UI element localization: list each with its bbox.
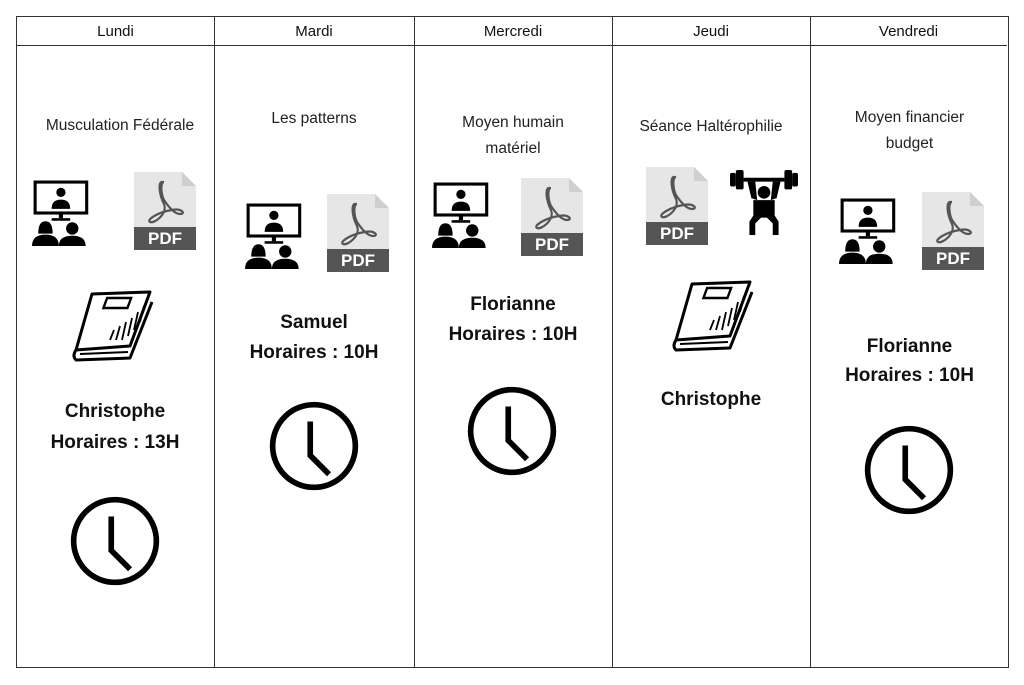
- session-title: Musculation Fédérale: [45, 117, 195, 134]
- clock-icon: [267, 399, 361, 493]
- header-vendredi: Vendredi: [810, 17, 1007, 46]
- column-divider: [612, 17, 613, 667]
- instructor-name: Christophe: [64, 401, 166, 422]
- clock-icon: [862, 423, 956, 517]
- weekly-schedule-table: Lundi Mardi Mercredi Jeudi Vendredi: [16, 16, 1009, 668]
- instructor-name: Christophe: [660, 389, 762, 410]
- instructor-name: Florianne: [866, 336, 953, 357]
- instructor-name: Samuel: [280, 312, 348, 333]
- session-title: Séance Haltérophilie: [639, 118, 783, 135]
- pdf-label: PDF: [148, 229, 182, 248]
- videoconference-icon: [838, 198, 904, 264]
- schedule-time: Horaires : 13H: [50, 432, 180, 453]
- header-jeudi: Jeudi: [612, 17, 810, 46]
- clock-icon: [68, 494, 162, 588]
- book-icon: [70, 290, 154, 362]
- header-lundi: Lundi: [17, 17, 214, 46]
- pdf-icon[interactable]: PDF: [327, 194, 389, 272]
- pdf-label: PDF: [936, 249, 970, 268]
- schedule-time: Horaires : 10H: [249, 342, 379, 363]
- pdf-icon[interactable]: PDF: [922, 192, 984, 270]
- videoconference-icon: [31, 180, 97, 246]
- column-divider: [414, 17, 415, 667]
- header-mardi: Mardi: [214, 17, 414, 46]
- session-title: Les patterns: [271, 110, 357, 127]
- pdf-label: PDF: [341, 251, 375, 270]
- column-divider: [214, 17, 215, 667]
- pdf-label: PDF: [535, 235, 569, 254]
- header-mercredi: Mercredi: [414, 17, 612, 46]
- videoconference-icon: [431, 182, 497, 248]
- pdf-icon[interactable]: PDF: [134, 172, 196, 250]
- pdf-icon[interactable]: PDF: [521, 178, 583, 256]
- pdf-icon[interactable]: PDF: [646, 167, 708, 245]
- instructor-name: Florianne: [470, 294, 556, 315]
- session-title-line2: budget: [885, 135, 934, 152]
- column-divider: [810, 17, 811, 667]
- session-title-line1: Moyen financier: [854, 109, 965, 126]
- clock-icon: [465, 384, 559, 478]
- schedule-time: Horaires : 10H: [448, 324, 578, 345]
- weightlifting-icon: [730, 168, 798, 238]
- book-icon: [670, 280, 754, 352]
- pdf-label: PDF: [660, 224, 694, 243]
- videoconference-icon: [244, 203, 310, 269]
- session-title-line2: matériel: [485, 140, 541, 157]
- session-title-line1: Moyen humain: [462, 114, 564, 131]
- schedule-time: Horaires : 10H: [845, 365, 974, 386]
